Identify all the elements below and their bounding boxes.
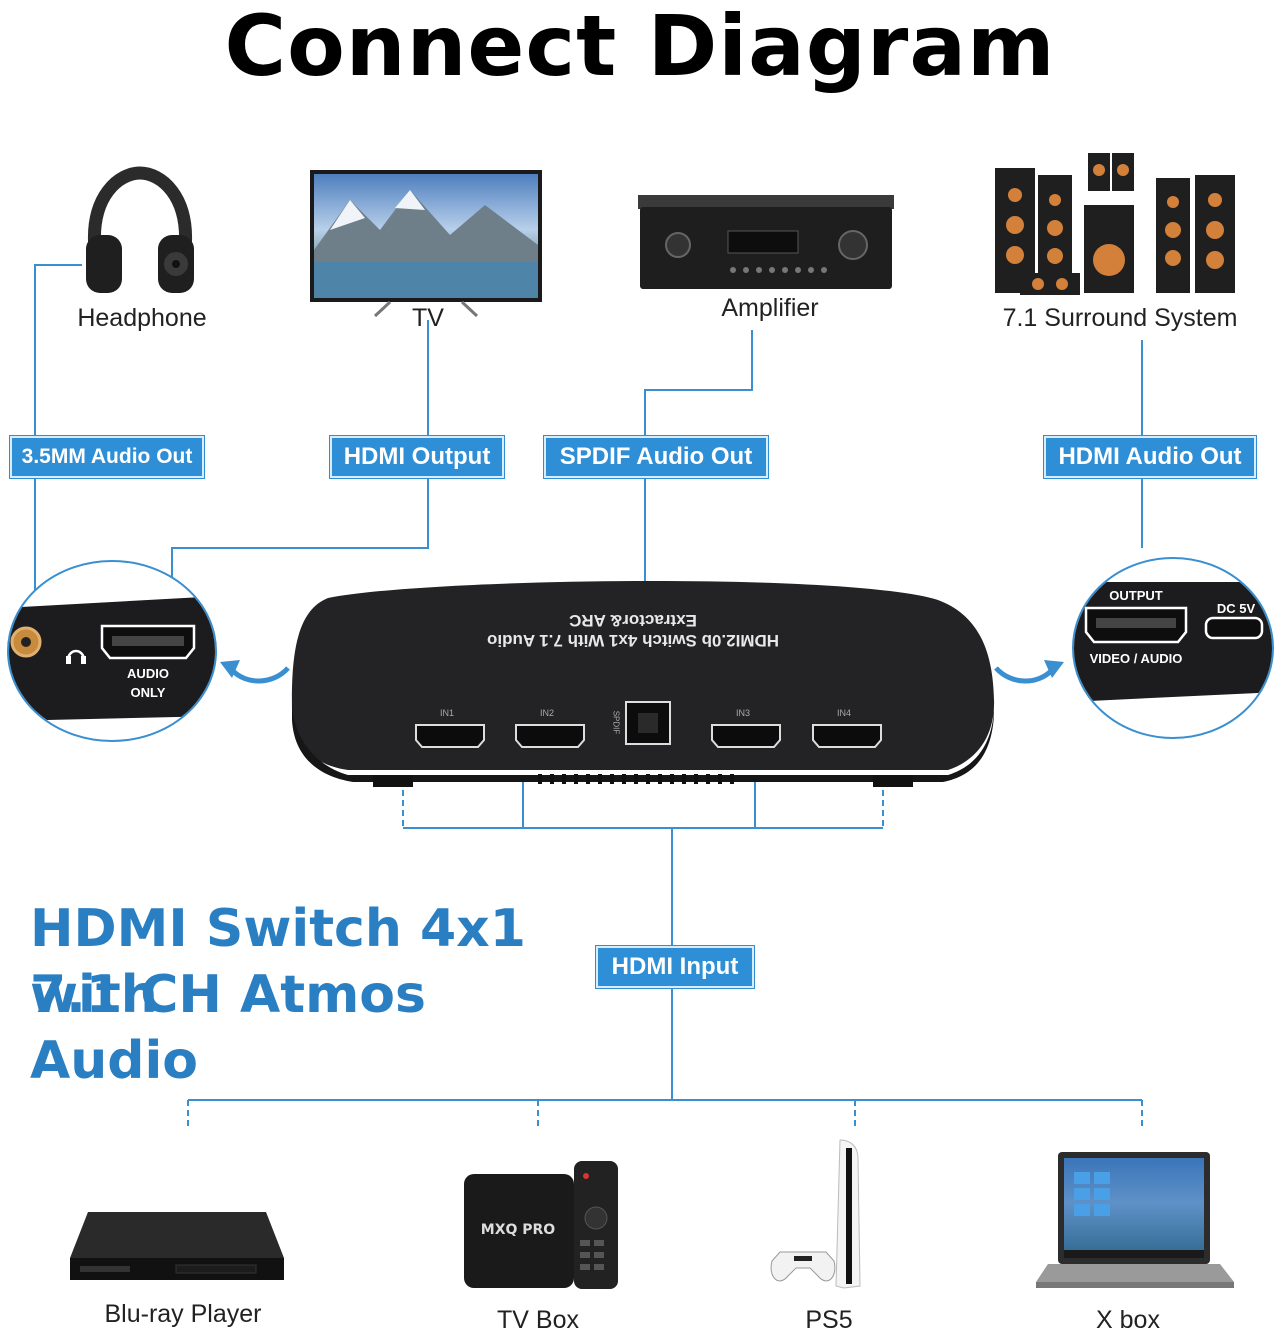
amplifier-line [644,330,753,705]
tv-label: TV [412,304,444,332]
tag-hdmi-output: HDMI Output [330,436,504,478]
hdmi-in4-port [812,724,882,748]
xbox-label: X box [1096,1306,1160,1334]
left-port-zoom [7,560,217,742]
headphone-label: Headphone [77,304,207,332]
headphone-icon [86,166,194,293]
bluray-player-icon [70,1212,284,1280]
right-zoom-arrow-icon [994,660,1064,684]
tvbox-label: TV Box [497,1306,579,1334]
audio-only-label-1: AUDIO [127,666,169,681]
amplifier-icon [638,195,894,289]
device-label-line1: HDMI2.0b Switch 4x1 With 7.1 Audio [486,631,780,650]
dc-port-label: DC 5V [1216,601,1256,616]
port-label-spdif: SPDIF [611,710,621,735]
audio-only-label-2: ONLY [130,685,166,700]
device-label: HDMI2.0b Switch 4x1 With 7.1 Audio Extra… [388,610,878,650]
tag-hdmi-audio-out: HDMI Audio Out [1044,436,1256,478]
hdmi-in3-port [711,724,781,748]
tv-box-icon [464,1161,618,1289]
port-label-in4: IN4 [836,708,851,718]
tag-3-5mm-audio-out: 3.5MM Audio Out [10,436,204,478]
dc-port-icon [1204,616,1264,640]
hdmi-switch-device [291,580,995,787]
port-label-in3: IN3 [735,708,750,718]
right-port-zoom [1072,557,1274,739]
surround-label: 7.1 Surround System [1002,304,1238,332]
tvbox-brand: MXQ PRO [480,1222,556,1238]
bluray-label: Blu-ray Player [104,1300,262,1328]
page-title: Connect Diagram [224,0,1056,95]
left-zoom-arrow-icon [220,660,290,684]
ps5-icon [770,1139,861,1289]
speaker-system-icon [995,153,1235,295]
device-label-line2: Extractor& ARC [569,611,697,630]
hdmi-in2-port [515,724,585,748]
hdmi-in1-port [415,724,485,748]
port-label-in1: IN1 [439,708,454,718]
tv-icon [310,170,542,318]
headphone-line [34,264,82,615]
laptop-icon [1036,1152,1234,1288]
tag-spdif-audio-out: SPDIF Audio Out [544,436,768,478]
amplifier-label: Amplifier [721,294,819,322]
video-audio-label: VIDEO / AUDIO [1089,651,1183,666]
headline-line1: HDMI Switch 4x1 with [30,899,526,1025]
tag-hdmi-input: HDMI Input [596,946,754,988]
ps5-label: PS5 [805,1306,853,1334]
port-label-in2: IN2 [539,708,554,718]
output-port-label: OUTPUT [1109,588,1163,603]
headline-line2: 7.1 CH Atmos Audio [30,965,426,1091]
